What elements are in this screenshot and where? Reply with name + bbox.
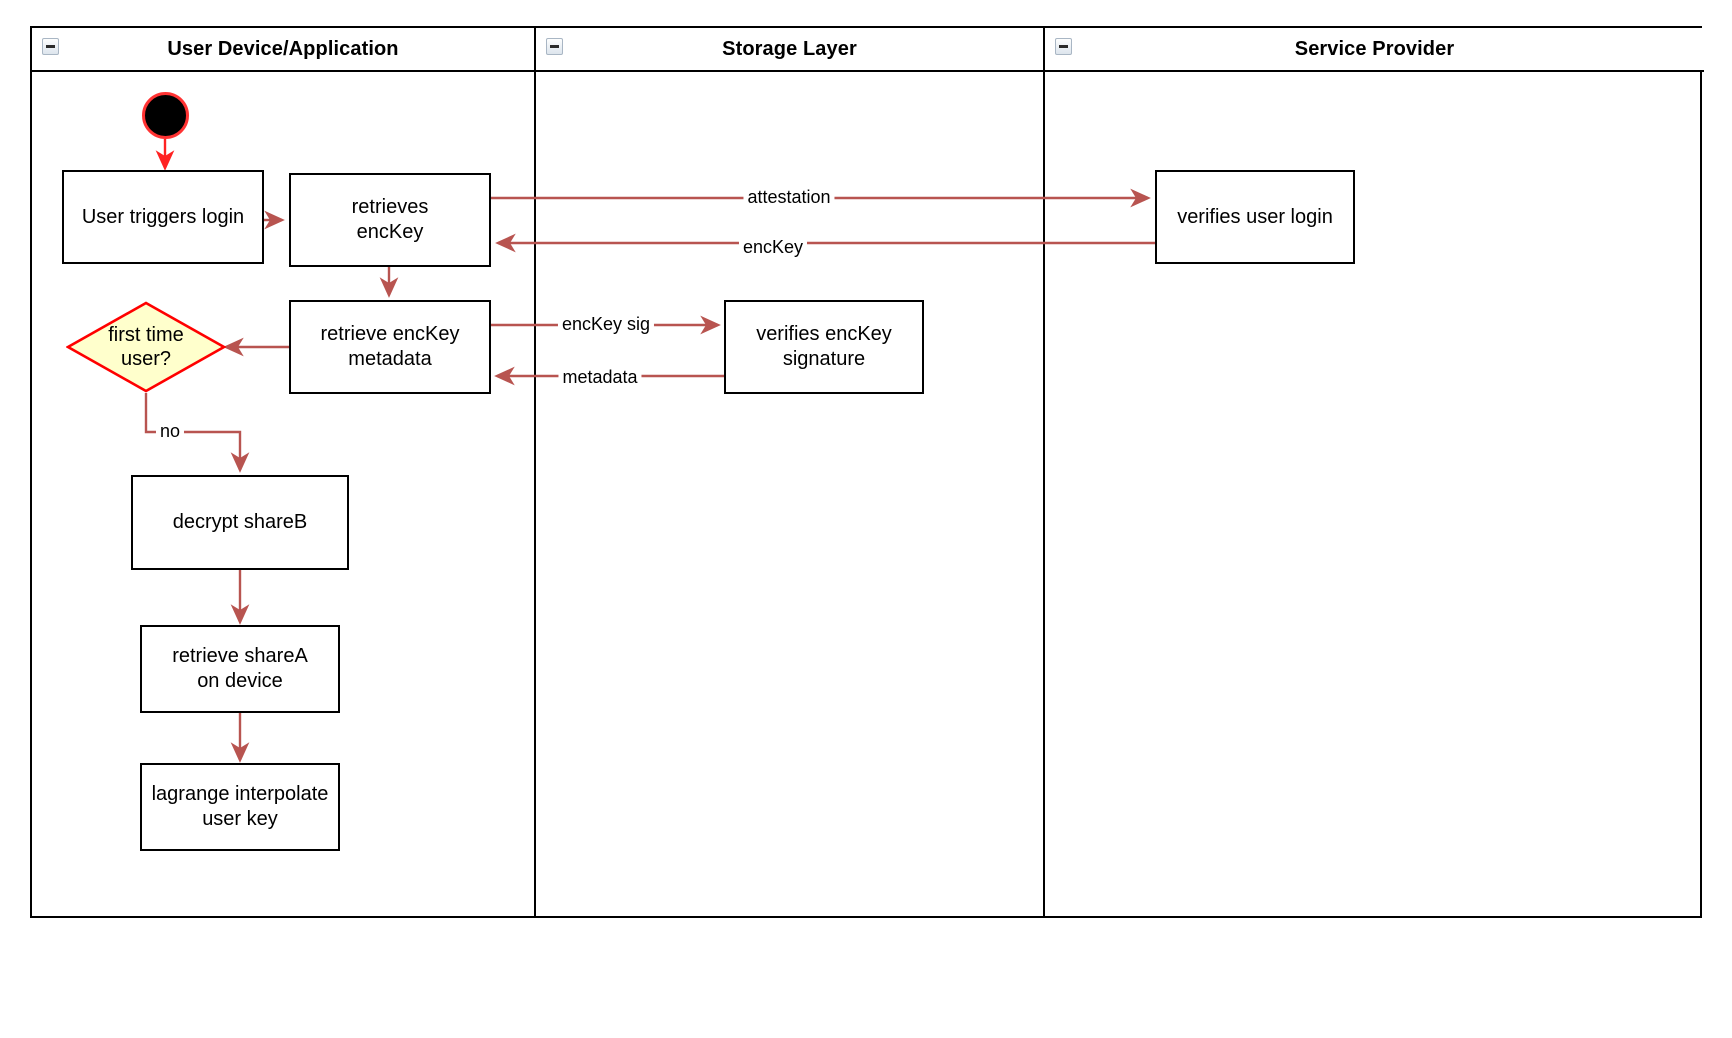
activity-decrypt-shareb[interactable]: decrypt shareB — [131, 475, 349, 570]
lane-header-storage-layer[interactable]: Storage Layer — [536, 28, 1043, 72]
edge-label-metadata: metadata — [558, 367, 642, 388]
minus-icon-user-device[interactable] — [42, 38, 59, 55]
edge-label-enckey-sig: encKey sig — [557, 314, 655, 335]
decision-label-first-time-user: first time user? — [108, 324, 184, 370]
edge-label-no: no — [155, 421, 185, 442]
start-node[interactable] — [142, 92, 189, 139]
lane-service-provider[interactable]: Service Provider — [1043, 28, 1704, 916]
lane-storage-layer[interactable]: Storage Layer — [534, 28, 1043, 916]
activity-retrieve-enckey-metadata[interactable]: retrieve encKey metadata — [289, 300, 491, 394]
minus-icon-storage-layer[interactable] — [546, 38, 563, 55]
edge-label-attestation: attestation — [743, 187, 835, 208]
minus-icon-service-provider[interactable] — [1055, 38, 1072, 55]
lane-title-user-device: User Device/Application — [167, 37, 399, 60]
activity-retrieves-enckey[interactable]: retrieves encKey — [289, 173, 491, 267]
lane-header-user-device[interactable]: User Device/Application — [32, 28, 534, 72]
activity-verifies-enckey-signature[interactable]: verifies encKey signature — [724, 300, 924, 394]
edge-label-enckey: encKey — [738, 237, 808, 258]
decision-first-time-user[interactable]: first time user? — [66, 301, 226, 393]
lane-title-service-provider: Service Provider — [1294, 37, 1455, 60]
lane-title-storage-layer: Storage Layer — [722, 37, 857, 60]
activity-lagrange-interpolate-user-key[interactable]: lagrange interpolate user key — [140, 763, 340, 851]
lane-user-device[interactable]: User Device/Application — [32, 28, 534, 916]
lane-header-service-provider[interactable]: Service Provider — [1045, 28, 1704, 72]
activity-verifies-user-login[interactable]: verifies user login — [1155, 170, 1355, 264]
diamond-shape — [66, 301, 226, 393]
activity-user-triggers-login[interactable]: User triggers login — [62, 170, 264, 264]
activity-retrieve-sharea-on-device[interactable]: retrieve shareA on device — [140, 625, 340, 713]
